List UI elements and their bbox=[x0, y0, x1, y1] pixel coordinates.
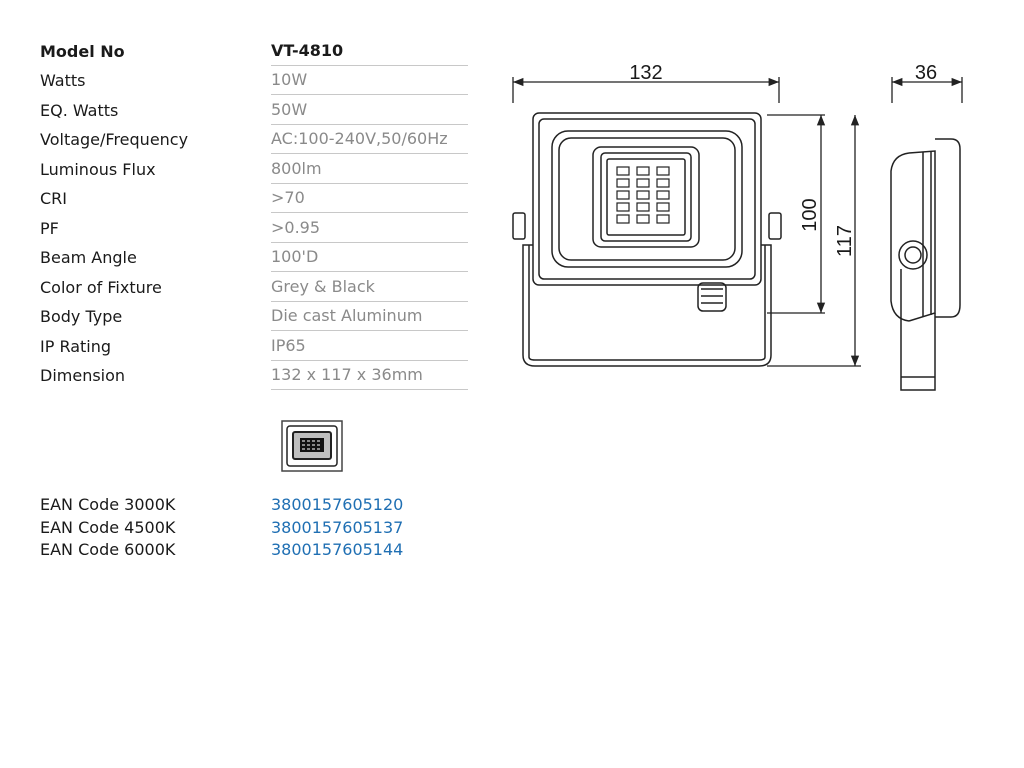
spec-value: 800lm bbox=[271, 159, 468, 184]
ean-row-4500k: EAN Code 4500K 3800157605137 bbox=[40, 517, 403, 540]
spec-value: AC:100-240V,50/60Hz bbox=[271, 129, 468, 154]
spec-value: Grey & Black bbox=[271, 277, 468, 302]
spec-value: IP65 bbox=[271, 336, 468, 361]
spec-label: Model No bbox=[40, 41, 125, 61]
spec-row-luminous-flux: Luminous Flux 800lm bbox=[40, 154, 468, 184]
spec-row-ip-rating: IP Rating IP65 bbox=[40, 331, 468, 361]
spec-value: 10W bbox=[271, 70, 468, 95]
dim-height-total-label: 117 bbox=[834, 225, 856, 257]
ean-row-3000k: EAN Code 3000K 3800157605120 bbox=[40, 494, 403, 517]
spec-value: >70 bbox=[271, 188, 468, 213]
led-grid bbox=[616, 166, 670, 224]
spec-label: Beam Angle bbox=[40, 248, 137, 267]
spec-label: Luminous Flux bbox=[40, 159, 156, 179]
dim-width-label: 132 bbox=[629, 62, 662, 84]
spec-label: Body Type bbox=[40, 307, 123, 326]
spec-value: 132 x 117 x 36mm bbox=[271, 365, 468, 390]
spec-row-cri: CRI >70 bbox=[40, 184, 468, 213]
side-view bbox=[890, 138, 961, 391]
dim-depth-label: 36 bbox=[915, 62, 937, 84]
spec-value: VT-4810 bbox=[271, 41, 468, 66]
ean-value: 3800157605144 bbox=[271, 540, 404, 559]
spec-row-pf: PF >0.95 bbox=[40, 213, 468, 243]
spec-label: Color of Fixture bbox=[40, 277, 162, 297]
spec-label: EQ. Watts bbox=[40, 100, 119, 120]
spec-table: Model No VT-4810 Watts 10W EQ. Watts 50W… bbox=[40, 36, 468, 390]
spec-row-eq-watts: EQ. Watts 50W bbox=[40, 95, 468, 125]
ean-row-6000k: EAN Code 6000K 3800157605144 bbox=[40, 539, 403, 562]
spec-row-dimension: Dimension 132 x 117 x 36mm bbox=[40, 361, 468, 390]
spec-row-voltage: Voltage/Frequency AC:100-240V,50/60Hz bbox=[40, 125, 468, 154]
floodlight-thumbnail-icon bbox=[281, 420, 343, 472]
ean-codes: EAN Code 3000K 3800157605120 EAN Code 45… bbox=[40, 494, 403, 562]
ean-value: 3800157605120 bbox=[271, 495, 404, 514]
spec-value: 50W bbox=[271, 100, 468, 125]
spec-row-watts: Watts 10W bbox=[40, 66, 468, 95]
spec-row-color: Color of Fixture Grey & Black bbox=[40, 272, 468, 302]
spec-row-body-type: Body Type Die cast Aluminum bbox=[40, 302, 468, 331]
spec-label: Dimension bbox=[40, 366, 126, 385]
ean-label: EAN Code 4500K bbox=[40, 517, 176, 537]
spec-row-beam-angle: Beam Angle 100'D bbox=[40, 243, 468, 272]
spec-label: PF bbox=[40, 218, 59, 238]
dim-height-body-label: 100 bbox=[799, 198, 821, 231]
dimension-drawing: 132 36 100 117 bbox=[512, 62, 963, 391]
spec-label: Watts bbox=[40, 71, 86, 90]
spec-row-model: Model No VT-4810 bbox=[40, 36, 468, 66]
spec-label: IP Rating bbox=[40, 336, 112, 356]
spec-value: Die cast Aluminum bbox=[271, 306, 468, 331]
spec-value: 100'D bbox=[271, 247, 468, 272]
front-view bbox=[512, 112, 782, 367]
spec-label: CRI bbox=[40, 189, 68, 208]
spec-value: >0.95 bbox=[271, 218, 468, 243]
ean-label: EAN Code 6000K bbox=[40, 540, 176, 559]
ean-value: 3800157605137 bbox=[271, 517, 404, 537]
spec-label: Voltage/Frequency bbox=[40, 130, 189, 149]
ean-label: EAN Code 3000K bbox=[40, 495, 176, 514]
